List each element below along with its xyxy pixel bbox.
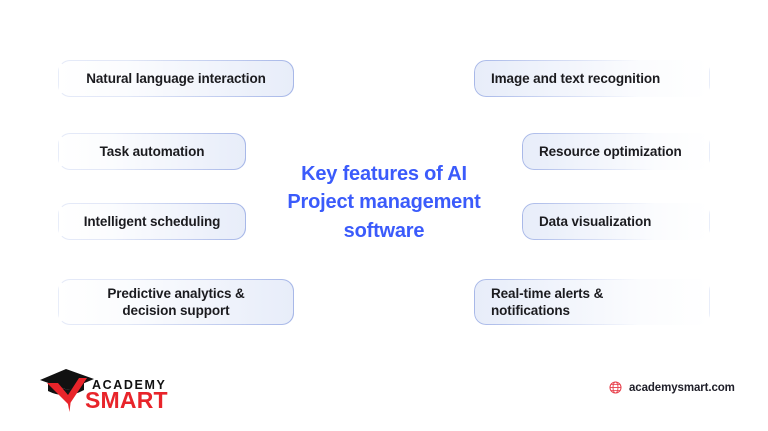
feature-card-label: Image and text recognition bbox=[491, 70, 661, 86]
logo-graphic: ACADEMY SMART bbox=[40, 369, 168, 413]
tassel-point-icon bbox=[67, 399, 71, 412]
feature-card-real-time-alerts[interactable]: Real-time alerts & notifications bbox=[474, 279, 710, 325]
feature-card-label: Resource optimization bbox=[539, 143, 682, 159]
feature-card-natural-language-interaction[interactable]: Natural language interaction bbox=[58, 60, 294, 97]
feature-card-label: Data visualization bbox=[539, 213, 652, 229]
logo-smart-text: SMART bbox=[85, 387, 168, 413]
feature-card-label: Predictive analytics & decision support bbox=[107, 285, 245, 318]
feature-card-label: Task automation bbox=[99, 143, 205, 159]
feature-card-image-and-text-recognition[interactable]: Image and text recognition bbox=[474, 60, 710, 97]
feature-card-data-visualization[interactable]: Data visualization bbox=[522, 203, 710, 240]
feature-card-intelligent-scheduling[interactable]: Intelligent scheduling bbox=[58, 203, 246, 240]
website-url-text: academysmart.com bbox=[629, 381, 735, 394]
page-title: Key features of AI Project management so… bbox=[287, 163, 481, 242]
website-link[interactable]: academysmart.com bbox=[609, 381, 735, 394]
red-check-icon bbox=[47, 378, 87, 405]
feature-card-predictive-analytics[interactable]: Predictive analytics & decision support bbox=[58, 279, 294, 325]
feature-card-label: Intelligent scheduling bbox=[83, 213, 221, 229]
feature-card-task-automation[interactable]: Task automation bbox=[58, 133, 246, 170]
academy-smart-logo: ACADEMY SMART bbox=[38, 366, 168, 414]
logo-academy-text: ACADEMY bbox=[92, 378, 166, 392]
globe-icon bbox=[609, 381, 622, 394]
feature-card-resource-optimization[interactable]: Resource optimization bbox=[522, 133, 710, 170]
feature-card-label: Natural language interaction bbox=[86, 70, 266, 86]
feature-card-label: Real-time alerts & notifications bbox=[491, 285, 604, 318]
